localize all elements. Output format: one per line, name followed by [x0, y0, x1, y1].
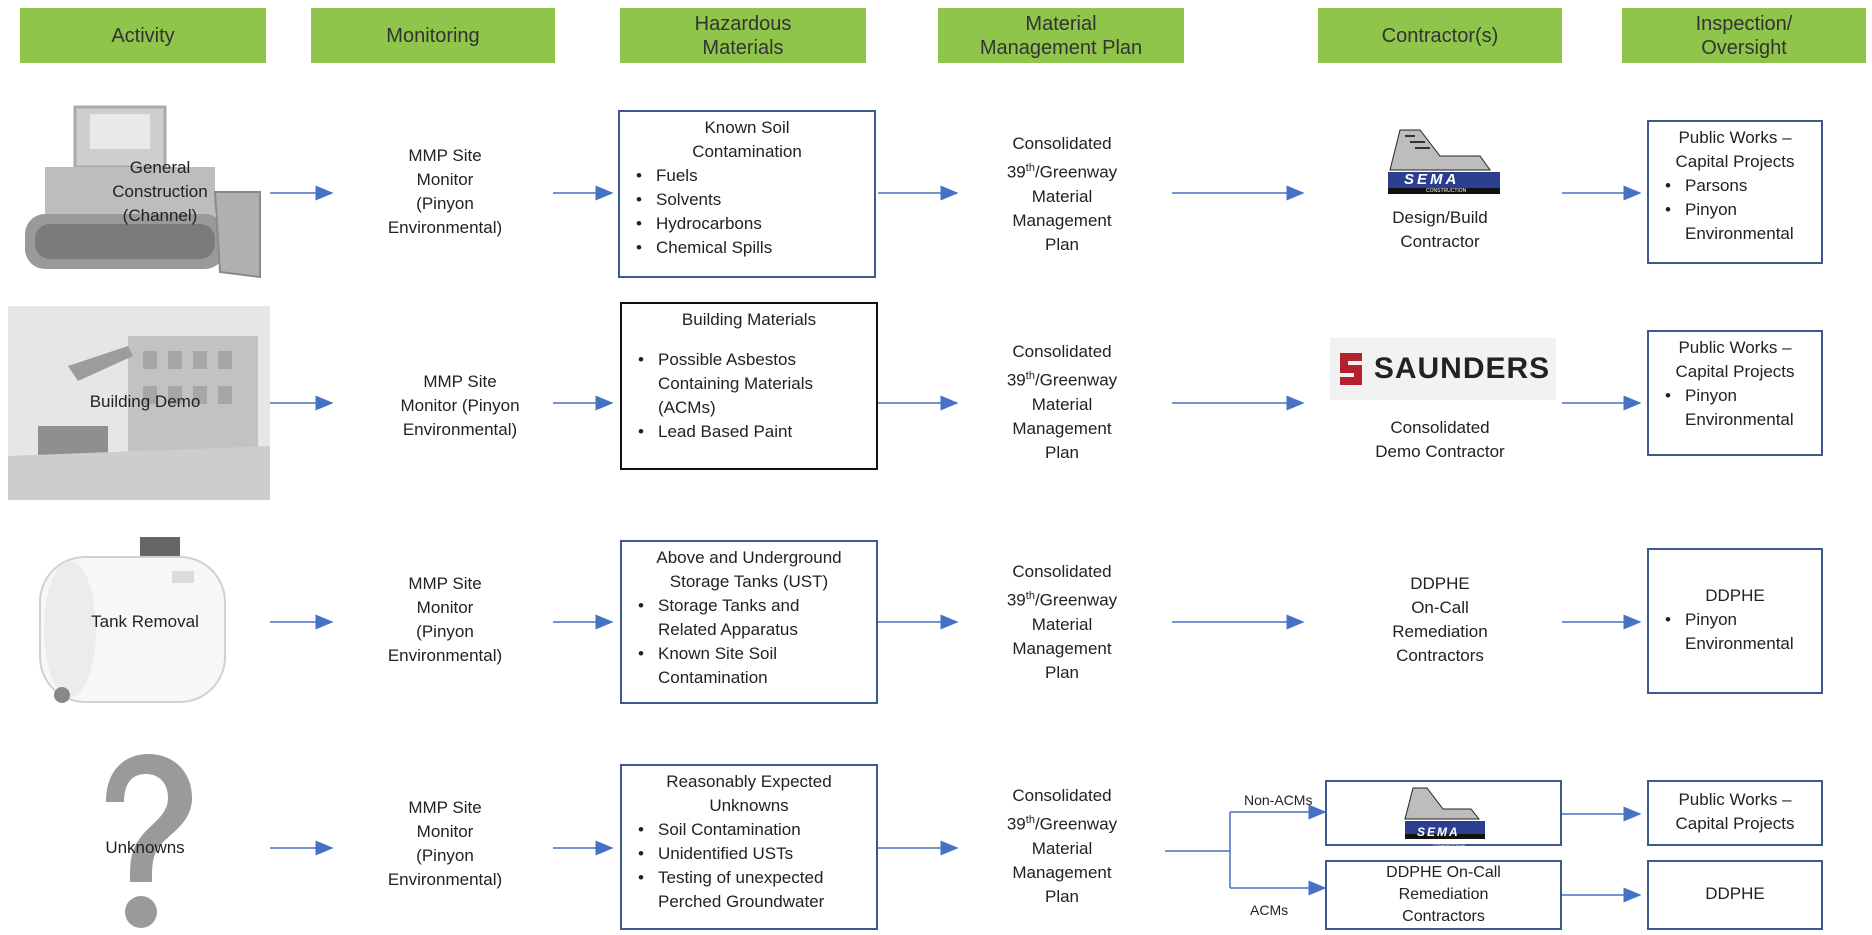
oversight-lower-text: DDPHE: [1705, 884, 1765, 903]
hazard-title: Known Soil Contamination: [692, 118, 802, 161]
branch-label-non-acms: Non-ACMs: [1244, 792, 1313, 808]
monitoring-r4: MMP Site Monitor (Pinyon Environmental): [387, 798, 503, 889]
monitoring-r2: MMP Site Monitor (Pinyon Environmental): [400, 372, 520, 439]
hazard-item: Solvents: [636, 188, 864, 212]
plan-r3: Consolidated 39th/Greenway Material Mana…: [1006, 562, 1118, 682]
contractor-box-r4-upper: SEMA CONSTRUCTION: [1325, 780, 1562, 848]
hazard-item: Chemical Spills: [636, 236, 864, 260]
storage-tank-image: [39, 537, 226, 703]
activity-label-tank-removal: Tank Removal: [91, 612, 199, 631]
hazard-item: Lead Based Paint: [638, 420, 866, 444]
oversight-box-r2: Public Works – Capital Projects Pinyon E…: [1647, 330, 1823, 456]
header-contractors: Contractor(s): [1318, 8, 1562, 63]
contractor-r3: DDPHE On-Call Remediation Contractors: [1392, 574, 1488, 665]
monitoring-r1: MMP Site Monitor (Pinyon Environmental): [387, 146, 503, 237]
sema-logo-small-text: SEMA: [1417, 825, 1460, 839]
oversight-title: DDPHE: [1705, 586, 1765, 605]
header-activity: Activity: [20, 8, 266, 63]
building-demolition-image: [8, 306, 270, 500]
monitoring-r3: MMP Site Monitor (Pinyon Environmental): [387, 574, 503, 665]
sema-logo-small-subtext: CONSTRUCTION: [1433, 843, 1466, 848]
contractor-box-r4-lower: DDPHE On-Call Remediation Contractors: [1325, 860, 1562, 930]
hazard-box-r1: Known Soil Contamination Fuels Solvents …: [618, 110, 876, 278]
oversight-box-r1: Public Works – Capital Projects Parsons …: [1647, 120, 1823, 264]
hazard-item: Storage Tanks and Related Apparatus: [638, 594, 866, 642]
branch-label-acms: ACMs: [1250, 902, 1289, 918]
oversight-title: Public Works – Capital Projects: [1675, 128, 1795, 171]
saunders-logo-text: SAUNDERS: [1373, 352, 1551, 385]
oversight-box-r4-upper: Public Works – Capital Projects: [1647, 780, 1823, 846]
header-material-management-plan: Material Management Plan: [938, 8, 1184, 63]
plan-r4: Consolidated 39th/Greenway Material Mana…: [1006, 786, 1118, 906]
contractor-r1: Design/Build Contractor: [1392, 208, 1488, 251]
hazard-item: Soil Contamination: [638, 818, 866, 842]
hazard-item: Hydrocarbons: [636, 212, 864, 236]
header-inspection-oversight: Inspection/ Oversight: [1622, 8, 1866, 63]
question-mark-image: [106, 754, 192, 928]
hazard-box-r2: Building Materials Possible Asbestos Con…: [620, 302, 878, 470]
saunders-logo: SAUNDERS: [1330, 338, 1556, 400]
hazard-item: Unidentified USTs: [638, 842, 866, 866]
hazard-box-r3: Above and Underground Storage Tanks (UST…: [620, 540, 878, 704]
oversight-box-r4-lower: DDPHE: [1647, 860, 1823, 930]
activity-label-building-demo: Building Demo: [89, 392, 201, 411]
hazard-title: Reasonably Expected Unknowns: [666, 772, 832, 815]
activity-label-general-construction: General Construction (Channel): [112, 158, 208, 225]
hazard-item: Possible Asbestos Containing Materials (…: [638, 348, 866, 420]
hazard-item: Testing of unexpected Perched Groundwate…: [638, 866, 866, 914]
oversight-item: Pinyon Environmental: [1665, 608, 1811, 656]
plan-r1: Consolidated 39th/Greenway Material Mana…: [1006, 134, 1118, 254]
oversight-upper-text: Public Works – Capital Projects: [1675, 790, 1795, 833]
sema-logo-text: SEMA: [1404, 171, 1460, 188]
hazard-title: Building Materials: [681, 310, 817, 329]
oversight-item: Pinyon Environmental: [1665, 198, 1811, 246]
activity-label-unknowns: Unknowns: [105, 838, 185, 857]
hazard-item: Fuels: [636, 164, 864, 188]
sema-logo-subtext: CONSTRUCTION: [1426, 188, 1467, 194]
hazard-box-r4: Reasonably Expected Unknowns Soil Contam…: [620, 764, 878, 930]
sema-logo-small: SEMA CONSTRUCTION: [1399, 785, 1491, 848]
contractor-r2: Consolidated Demo Contractor: [1375, 418, 1505, 461]
header-monitoring: Monitoring: [311, 8, 555, 63]
saunders-mark-icon: [1339, 353, 1362, 385]
bulldozer-image: [25, 105, 261, 279]
contractor-lower-text: DDPHE On-Call Remediation Contractors: [1386, 864, 1501, 925]
oversight-item: Parsons: [1665, 174, 1811, 198]
sema-logo: SEMA CONSTRUCTION: [1380, 126, 1508, 198]
oversight-item: Pinyon Environmental: [1665, 384, 1811, 432]
oversight-box-r3: DDPHE Pinyon Environmental: [1647, 548, 1823, 694]
plan-r2: Consolidated 39th/Greenway Material Mana…: [1006, 342, 1118, 462]
header-hazardous-materials: Hazardous Materials: [620, 8, 866, 63]
hazard-title: Above and Underground Storage Tanks (UST…: [656, 548, 842, 591]
oversight-title: Public Works – Capital Projects: [1675, 338, 1795, 381]
hazard-item: Known Site Soil Contamination: [638, 642, 866, 690]
